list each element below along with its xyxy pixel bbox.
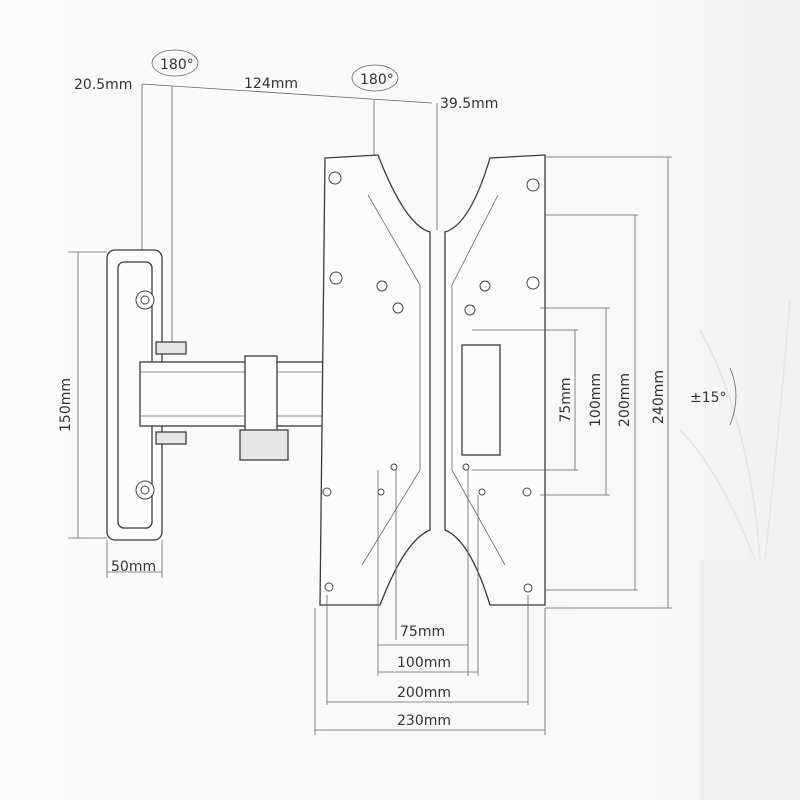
dim-39-5mm: 39.5mm — [440, 96, 498, 112]
dim-h-200mm: 200mm — [397, 685, 451, 701]
dim-h-75mm: 75mm — [400, 624, 445, 640]
dim-20-5mm: 20.5mm — [74, 77, 132, 93]
tilt-arc-icon — [729, 367, 737, 426]
dim-v-100mm: 100mm — [588, 373, 604, 427]
dim-150mm: 150mm — [58, 378, 74, 432]
vesa-plate — [319, 154, 546, 606]
tilt-label: ±15° — [690, 390, 727, 406]
dim-v-240mm: 240mm — [651, 370, 667, 424]
dim-50mm: 50mm — [111, 559, 156, 575]
top-dimension-lines — [141, 83, 438, 345]
vertical-dimension-lines — [472, 156, 672, 609]
dim-h-230mm: 230mm — [397, 713, 451, 729]
rotation-icon-wall — [151, 49, 199, 77]
wall-plate — [106, 249, 163, 541]
wall-plate-dimensions — [68, 251, 163, 578]
dim-v-200mm: 200mm — [617, 373, 633, 427]
dim-124mm: 124mm — [244, 76, 298, 92]
rotation-label-wall: 180° — [160, 57, 194, 73]
dim-h-100mm: 100mm — [397, 655, 451, 671]
rotation-icon-plate — [351, 64, 399, 92]
horizontal-dimension-lines — [314, 470, 546, 735]
dim-v-75mm: 75mm — [558, 377, 574, 422]
rotation-label-plate: 180° — [360, 72, 394, 88]
background-plant — [679, 299, 800, 800]
